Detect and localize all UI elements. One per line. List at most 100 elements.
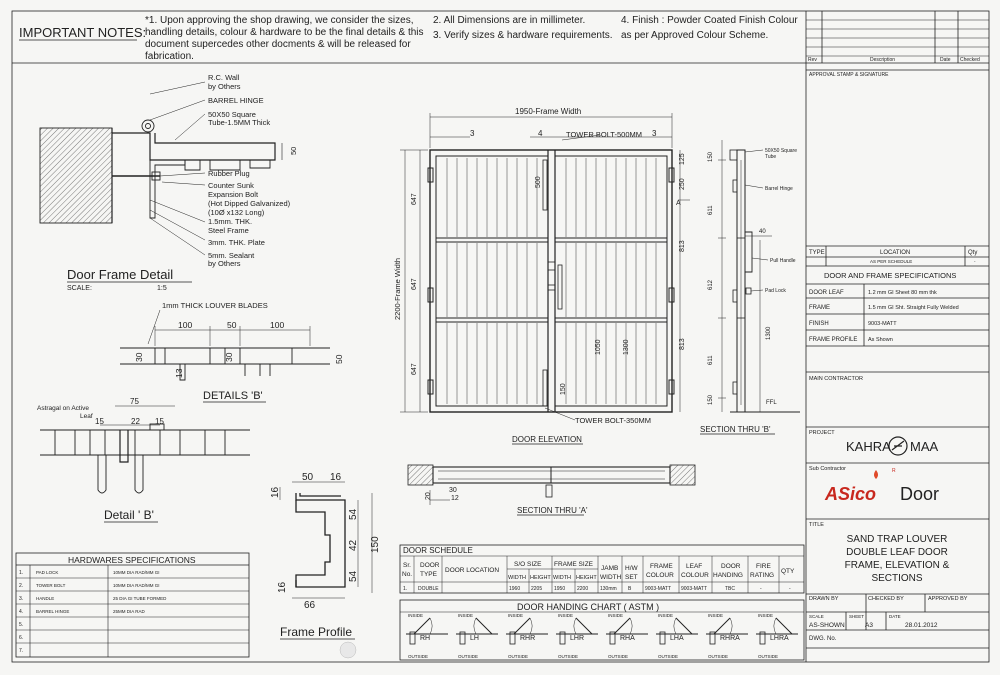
hardware-row-no: 3. [19, 596, 23, 602]
profile-dim-150: 150 [370, 536, 381, 553]
astragal-leaf-label: Leaf [80, 413, 93, 420]
section-b-pull-label: Pull Handle [770, 258, 796, 264]
schedule-cell: - [760, 586, 762, 592]
section-a-dim-12: 12 [451, 495, 459, 502]
schedule-cell: 130mm [600, 586, 617, 592]
section-b-tube-label2: Tube [765, 154, 776, 160]
sched-h-door2: DOOR [721, 563, 741, 570]
sched-h-fs-height: HEIGHT [576, 575, 597, 581]
label-bolt-size: (10Ø x132 Long) [208, 208, 265, 217]
spec-label-door-leaf: DOOR LEAF [809, 290, 844, 296]
sched-h-location: DOOR LOCATION [445, 567, 499, 574]
approved-by-label: APPROVED BY [928, 596, 968, 602]
dim-100b: 100 [270, 320, 284, 330]
barrel-hinge-symbol [141, 119, 155, 133]
schedule-cell: 2205 [531, 586, 542, 592]
handing-inside-label: INSIDE [508, 613, 523, 618]
louver-blades-label: 1mm THICK LOUVER BLADES [162, 301, 268, 310]
elev-left-dim-1: 647 [411, 193, 418, 205]
type-header: TYPE [809, 250, 825, 256]
tower-bolt-bottom-label: TOWER BOLT-350MM [575, 416, 651, 425]
sched-h-hw-set: SET [625, 574, 638, 581]
hardware-row-item: HANDLE [36, 596, 54, 601]
dim-30b: 30 [224, 352, 234, 362]
sheet-value: A3 [865, 622, 873, 629]
sched-h-leaf-colour: COLOUR [681, 572, 709, 579]
frame-profile-drawing [279, 481, 373, 599]
elev-dim-4: 4 [538, 129, 543, 138]
flame-icon [874, 470, 878, 479]
hardware-title: HARDWARES SPECIFICATIONS [68, 555, 196, 565]
note-3: 3. Verify sizes & hardware requirements. [433, 30, 613, 41]
specs-title: DOOR AND FRAME SPECIFICATIONS [824, 271, 956, 280]
schedule-cell: DOUBLE [418, 586, 439, 592]
elev-dim-3b: 3 [652, 129, 657, 138]
schedule-title: DOOR SCHEDULE [403, 546, 473, 555]
handing-inside-label: INSIDE [408, 613, 423, 618]
schedule-cell: 2200 [577, 586, 588, 592]
section-b-dim-150a: 150 [708, 151, 714, 162]
handing-code: RHRA [720, 635, 740, 642]
elev-left-dim-3: 647 [411, 363, 418, 375]
label-hot-dipped: (Hot Dipped Galvanized) [208, 199, 291, 208]
hardware-row-item: BARREL HINGE [36, 609, 69, 614]
sched-h-so-height: HEIGHT [530, 575, 551, 581]
sched-h-handing: HANDING [713, 572, 743, 579]
rc-wall-hatch [39, 127, 113, 224]
handing-code: RHR [520, 635, 535, 642]
elev-right-dim-813a: 813 [679, 240, 686, 252]
door-elevation-title: DOOR ELEVATION [512, 435, 582, 444]
door-schedule: DOOR SCHEDULE Sr. No. DOOR TYPE DOOR LOC… [399, 544, 805, 594]
sheet-border [11, 10, 990, 663]
label-counter-sunk: Counter Sunk [208, 181, 254, 190]
section-a-drawing [407, 464, 696, 505]
schedule-cell: 1960 [509, 586, 520, 592]
section-b-tube-label: 50X50 Square [765, 148, 797, 154]
label-rc-wall: R.C. Wall [208, 73, 240, 82]
louver-blade-lines [446, 158, 657, 404]
dim-15a: 15 [95, 417, 104, 426]
note-4-line-2: as per Approved Colour Scheme. [621, 30, 768, 41]
schedule-cell: 1950 [554, 586, 565, 592]
astragal-label: Astragal on Active [37, 405, 89, 412]
section-b-hinge-label: Barrel Hinge [765, 186, 793, 192]
elevation-labels: 1950-Frame Width 3 4 3 TOWER BOLT-500MM … [393, 107, 686, 444]
title-line-4: SECTIONS [871, 573, 922, 584]
dim-15b: 15 [155, 417, 164, 426]
brand-asico: ASico [824, 484, 876, 504]
hardware-row-item: TOWER BOLT [36, 583, 66, 588]
handing-inside-label: INSIDE [608, 613, 623, 618]
frame-width-label: 1950-Frame Width [515, 107, 581, 116]
hardware-row-no: 6. [19, 635, 23, 641]
title-block-text: Rev Description Date Checked APPROVAL ST… [808, 57, 980, 642]
header-notes: IMPORTANT NOTES: *1. Upon approving the … [19, 15, 798, 62]
schedule-cell: 9003-MATT [645, 586, 671, 592]
sched-h-so: S/O SIZE [514, 561, 542, 568]
sched-h-jamb: JAMB [601, 565, 618, 572]
handing-outside-label: OUTSIDE [758, 654, 778, 659]
hardware-row-spec: 10MM DIA RAD/MM GI [113, 570, 160, 575]
sched-h-hw: H/W [625, 565, 639, 572]
location-value: AS PER SCHEDULE [870, 259, 912, 264]
project-name-right: MAA [910, 439, 939, 454]
section-b-dim-612: 612 [708, 279, 714, 290]
label-square-tube: 50X50 Square [208, 110, 256, 119]
hardware-row-item: PAD LOCK [36, 570, 58, 575]
elev-dim-3a: 3 [470, 129, 475, 138]
handing-outside-label: OUTSIDE [508, 654, 528, 659]
elev-right-dim-250: 250 [679, 178, 686, 190]
section-b-title: SECTION THRU 'B' [700, 425, 771, 434]
label-steel-thk: 1.5mm. THK. [208, 217, 252, 226]
dwg-no-label: DWG. No. [809, 636, 837, 642]
profile-dim-50: 50 [302, 472, 314, 483]
dim-30a: 30 [134, 352, 144, 362]
details-b-drawing [120, 309, 330, 381]
handing-code: LHA [670, 635, 684, 642]
hardware-row-no: 1. [19, 570, 23, 576]
sched-h-so-width: WIDTH [508, 575, 526, 581]
